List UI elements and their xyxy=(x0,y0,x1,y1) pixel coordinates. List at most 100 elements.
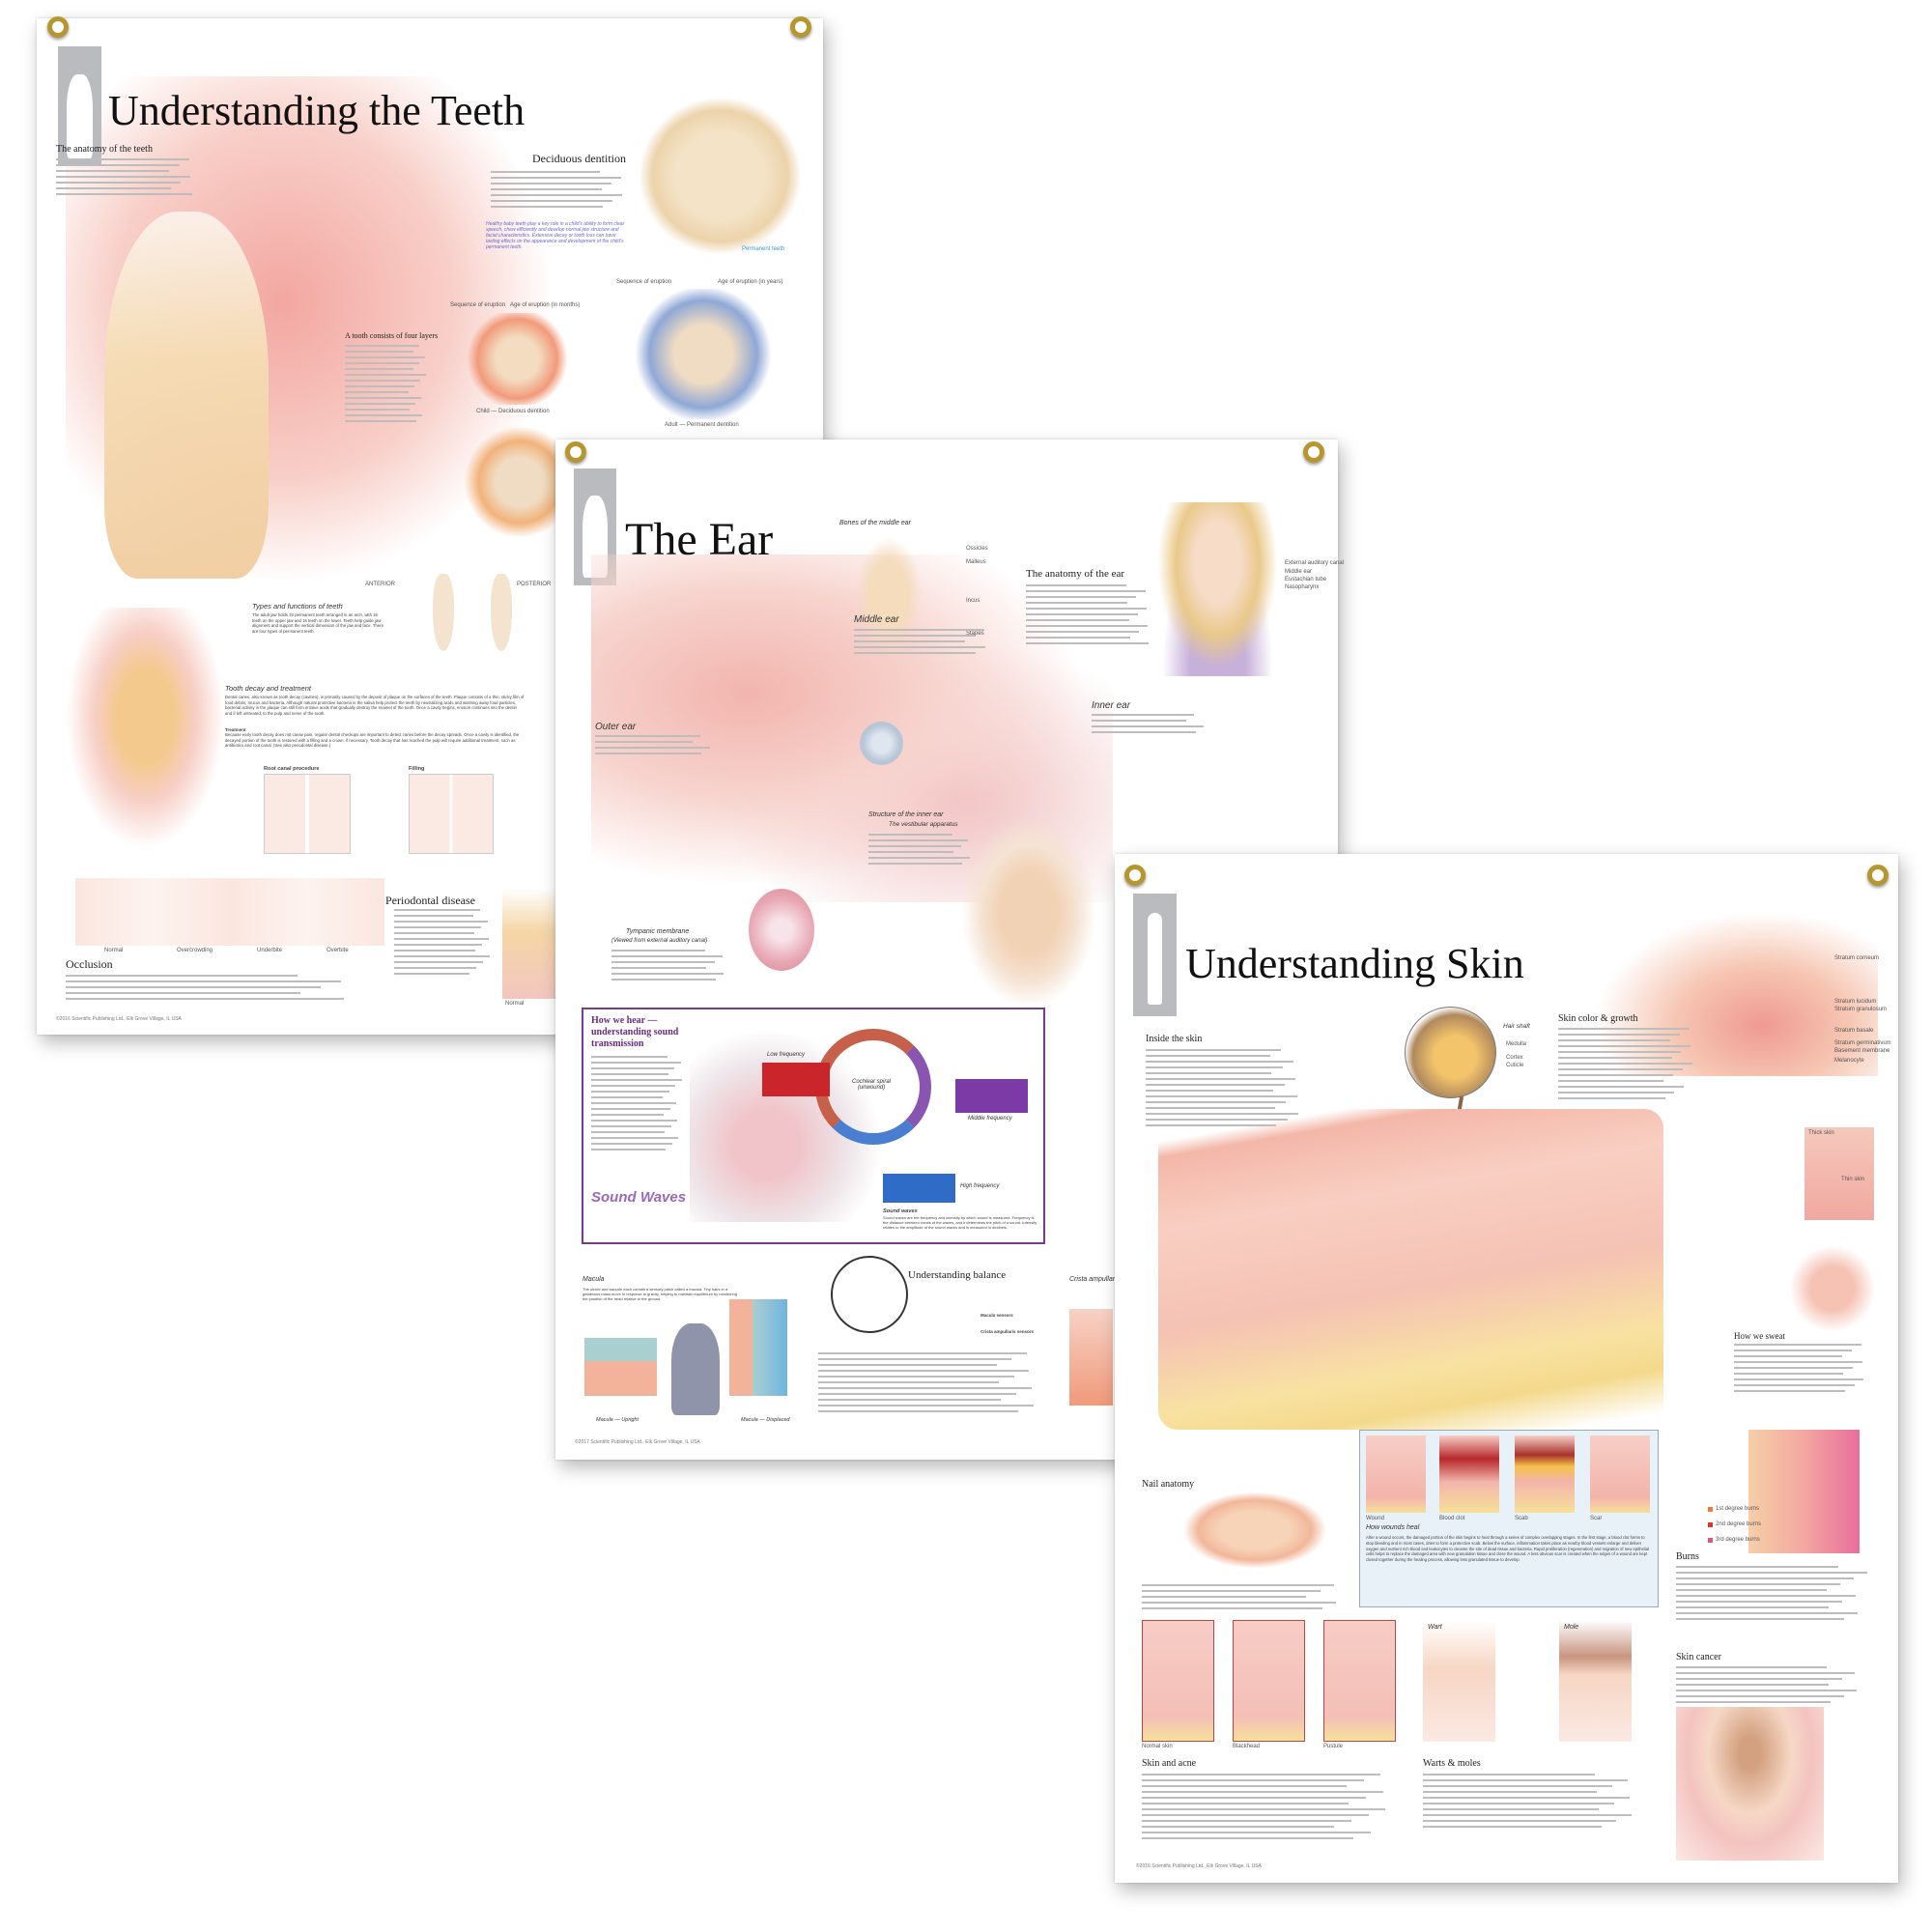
text-line xyxy=(818,1393,1016,1395)
burn-legend-3-label: 3rd degree burns xyxy=(1716,1537,1760,1543)
root-canal-label: Root canal procedure xyxy=(264,766,320,772)
burn-legend-2 xyxy=(1708,1522,1713,1527)
layer-label-corneum: Stratum corneum xyxy=(1834,955,1880,961)
text-line xyxy=(66,980,341,982)
text-line xyxy=(345,362,420,364)
text-line xyxy=(345,351,413,353)
text-line xyxy=(591,1143,672,1145)
types-text: The adult jaw holds 32 permanent teeth a… xyxy=(252,612,384,634)
how-we-hear-text xyxy=(591,1056,683,1154)
copyright: ©2016 Scientific Publishing Ltd., Elk Gr… xyxy=(56,1016,182,1022)
copyright: ©2017 Scientific Publishing Ltd., Elk Gr… xyxy=(575,1439,700,1445)
bone-label-malleus: Malleus xyxy=(966,559,986,565)
text-line xyxy=(1676,1583,1840,1585)
text-line xyxy=(56,187,171,189)
text-line xyxy=(1026,642,1150,644)
text-line xyxy=(1142,1808,1386,1810)
burns-heading: Burns xyxy=(1676,1551,1699,1562)
text-line xyxy=(394,944,482,946)
text-line xyxy=(345,397,422,399)
wart-label: Wart xyxy=(1428,1624,1442,1631)
poster-title: Understanding the Teeth xyxy=(108,87,526,134)
text-line xyxy=(394,926,481,928)
text-line xyxy=(595,741,693,743)
text-line xyxy=(1142,1803,1350,1804)
molar-illustration xyxy=(104,212,269,579)
acne-caption-blackhead: Blackhead xyxy=(1233,1744,1261,1749)
text-line xyxy=(1146,1095,1297,1097)
text-line xyxy=(818,1410,1018,1412)
crista-sensors-legend: Crista ampullaris sensors xyxy=(980,1329,1035,1334)
nail-text xyxy=(1142,1584,1340,1613)
inner-ear-text xyxy=(1092,714,1212,737)
grommet-icon xyxy=(790,16,811,38)
text-line xyxy=(1734,1355,1842,1357)
layer-label-germinativum: Stratum germinativum xyxy=(1834,1040,1891,1046)
middle-ear-heading: Middle ear xyxy=(854,614,899,625)
text-line xyxy=(1734,1373,1844,1375)
decay-tooth-illustration xyxy=(66,608,225,849)
wound-stage-panel xyxy=(1515,1435,1575,1513)
text-line xyxy=(1423,1785,1612,1787)
text-line xyxy=(1423,1797,1630,1799)
body-icon-panel xyxy=(1133,894,1177,1016)
text-line xyxy=(1142,1797,1367,1799)
anatomy-text xyxy=(56,158,196,199)
text-line xyxy=(394,909,480,911)
text-line xyxy=(1423,1803,1614,1804)
text-line xyxy=(1676,1589,1827,1591)
wounds-text: After a wound occurs, the damaged portio… xyxy=(1366,1535,1650,1563)
balance-diagram xyxy=(831,1256,908,1333)
grommet-icon xyxy=(1303,441,1324,463)
occlusion-label-underbite: Underbite xyxy=(257,948,283,953)
text-line xyxy=(1026,619,1129,621)
burn-legend-3 xyxy=(1708,1538,1713,1543)
text-line xyxy=(868,863,962,865)
adult-caption: Adult — Permanent dentition xyxy=(665,422,739,428)
text-line xyxy=(1146,1072,1272,1074)
text-line xyxy=(868,839,969,841)
occlusion-heading: Occlusion xyxy=(66,957,113,971)
text-line xyxy=(1734,1350,1852,1351)
text-line xyxy=(1142,1607,1322,1609)
text-line xyxy=(1026,590,1146,592)
sweat-text xyxy=(1734,1344,1869,1396)
text-line xyxy=(1142,1596,1307,1598)
text-line xyxy=(1142,1584,1334,1586)
text-line xyxy=(1142,1814,1369,1816)
text-line xyxy=(1734,1378,1864,1380)
text-line xyxy=(1734,1344,1861,1346)
skin-cancer-illustration xyxy=(1676,1707,1824,1861)
skin-cancer-heading: Skin cancer xyxy=(1676,1652,1721,1662)
wounds-heading: How wounds heal xyxy=(1366,1524,1420,1531)
text-line xyxy=(1423,1779,1628,1781)
bone-label-incus: Incus xyxy=(966,598,980,604)
text-line xyxy=(854,640,965,642)
text-line xyxy=(1026,602,1128,604)
text-line xyxy=(491,200,613,202)
girl-label-nasopharynx: Nasopharynx xyxy=(1285,584,1320,590)
text-line xyxy=(1676,1572,1867,1574)
text-line xyxy=(1146,1049,1282,1051)
age-months-label: Age of eruption (in months) xyxy=(510,302,581,308)
wounds-box: Wound Blood clot Scab Scar How wounds he… xyxy=(1359,1430,1659,1607)
text-line xyxy=(1558,1086,1685,1088)
text-line xyxy=(854,646,986,648)
canine-illustration xyxy=(491,574,512,651)
balance-text xyxy=(818,1352,1036,1416)
permanent-teeth-legend: Permanent teeth xyxy=(742,246,785,252)
wound-stage-panel xyxy=(1366,1435,1426,1513)
text-line xyxy=(1146,1084,1285,1086)
text-line xyxy=(1092,725,1205,727)
crista-heading: Crista ampullaris xyxy=(1069,1276,1121,1283)
text-line xyxy=(1676,1612,1858,1614)
text-line xyxy=(1558,1097,1665,1099)
text-line xyxy=(1676,1595,1856,1597)
macula-upright-illustration xyxy=(584,1338,657,1396)
text-line xyxy=(818,1381,999,1383)
text-line xyxy=(1026,584,1126,586)
text-line xyxy=(1142,1837,1354,1839)
text-line xyxy=(1676,1577,1854,1579)
filling-label: Filling xyxy=(409,766,425,772)
text-line xyxy=(345,385,415,387)
